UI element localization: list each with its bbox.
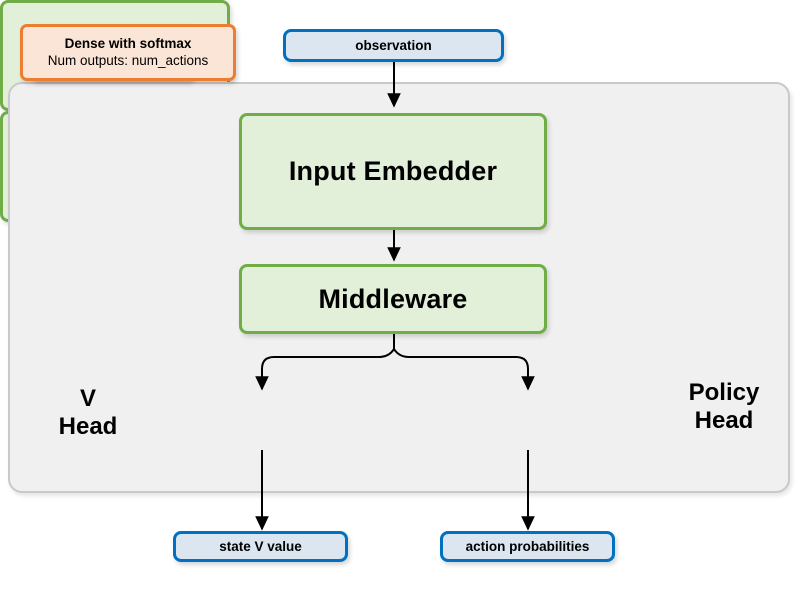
- v-head-caption: V Head: [58, 385, 118, 441]
- io-node-action-probabilities[interactable]: action probabilities: [440, 531, 615, 562]
- middleware-label: Middleware: [318, 283, 468, 314]
- state-v-value-label: state V value: [219, 539, 302, 554]
- action-probabilities-label: action probabilities: [465, 539, 590, 554]
- input-embedder-label: Input Embedder: [288, 156, 498, 186]
- module-middleware[interactable]: Middleware: [239, 264, 547, 334]
- dense-policy-subtitle: Num outputs: num_actions: [47, 52, 209, 68]
- dense-box-policy-head[interactable]: Dense with softmax Num outputs: num_acti…: [20, 24, 236, 81]
- io-node-state-v-value[interactable]: state V value: [173, 531, 348, 562]
- observation-label: observation: [355, 38, 432, 53]
- policy-head-caption: Policy Head: [688, 379, 760, 435]
- dense-policy-title: Dense with softmax: [64, 35, 192, 51]
- module-input-embedder[interactable]: Input Embedder: [239, 113, 547, 230]
- io-node-observation[interactable]: observation: [283, 29, 504, 62]
